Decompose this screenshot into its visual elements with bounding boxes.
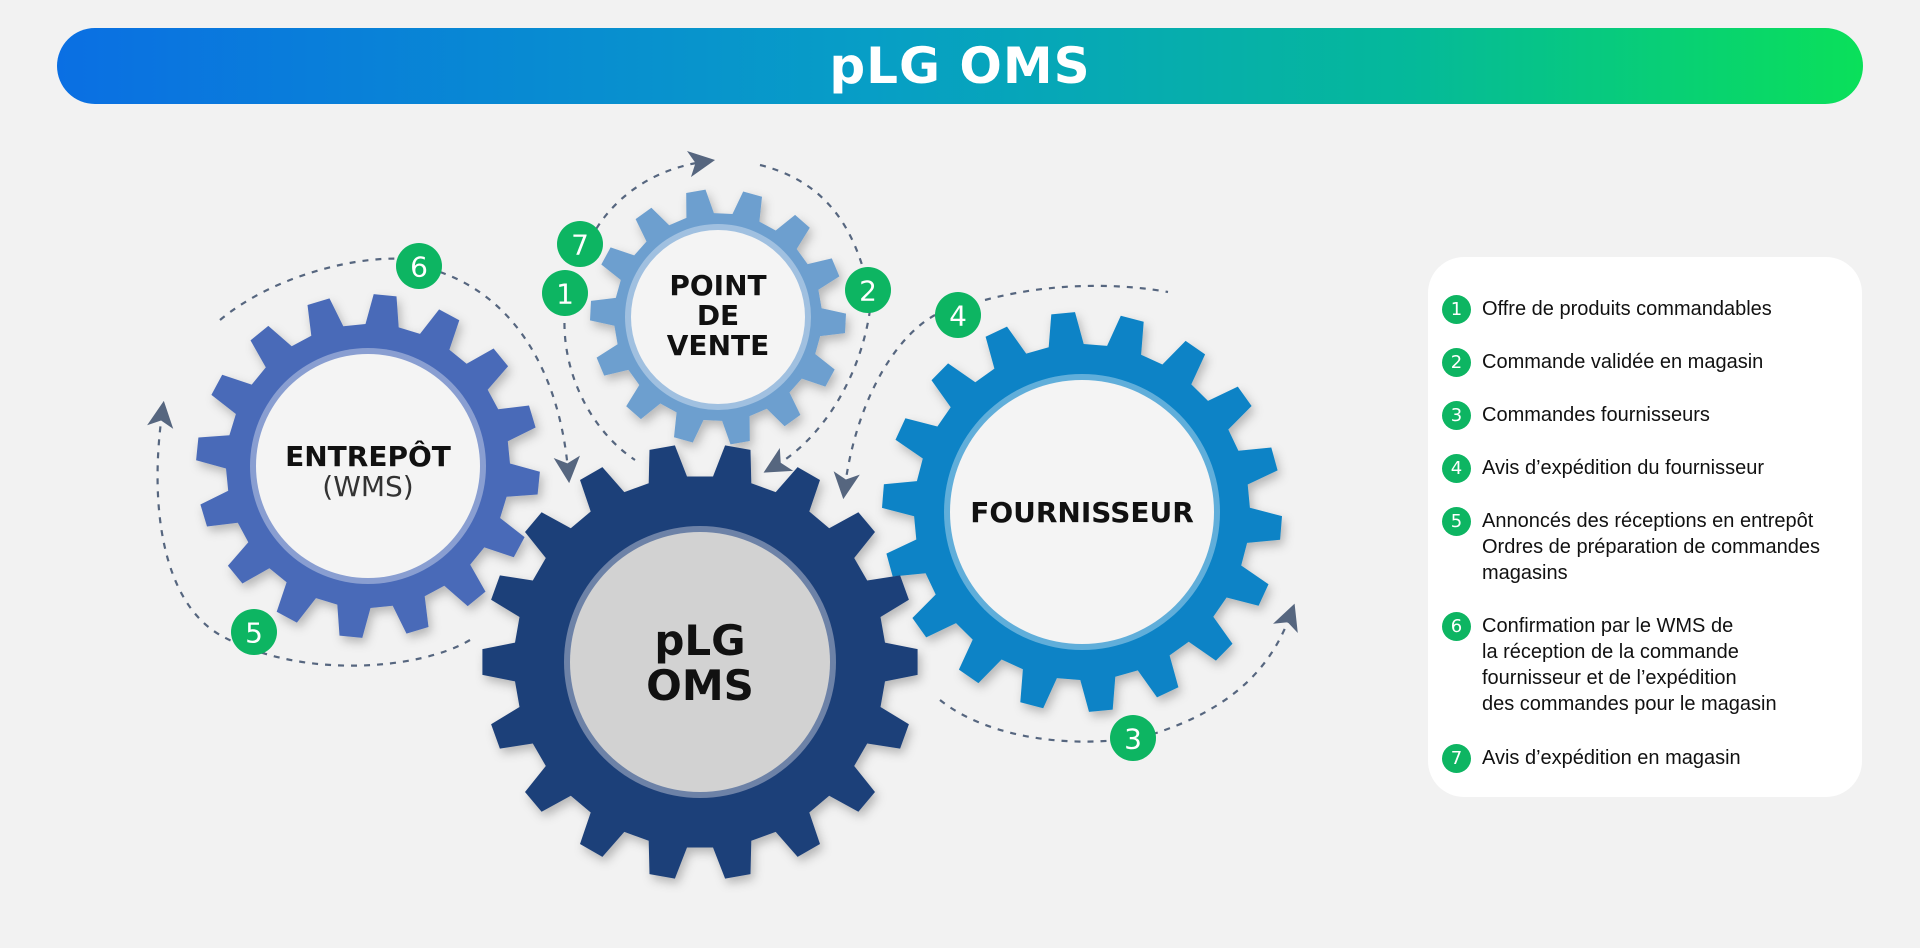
legend-number: 6 bbox=[1442, 612, 1471, 641]
badge-6: 6 bbox=[396, 243, 442, 289]
badge-5: 5 bbox=[231, 609, 277, 655]
gear-oms-center bbox=[570, 532, 830, 792]
arrow-entrepot-loop bbox=[147, 400, 471, 667]
cycle-arrows bbox=[147, 150, 1298, 743]
pdv-label-line2: DE bbox=[697, 299, 739, 332]
gear-entrepot bbox=[196, 294, 540, 638]
oms-label-line2: OMS bbox=[646, 661, 754, 710]
arrow-3-loop bbox=[939, 603, 1298, 743]
legend-text: Commandes fournisseurs bbox=[1482, 404, 1710, 426]
pdv-label-line1: POINT bbox=[669, 269, 766, 302]
legend-item-5: 5 Annoncés des réceptions en entrepôt Or… bbox=[1442, 507, 1820, 586]
pdv-label-line3: VENTE bbox=[667, 329, 769, 362]
badge-1: 1 bbox=[542, 270, 588, 316]
gear-pdv-center bbox=[631, 230, 805, 404]
badge-4: 4 bbox=[935, 292, 981, 338]
gear-fournisseur bbox=[882, 312, 1282, 712]
svg-text:6: 6 bbox=[410, 251, 428, 284]
entrepot-label: ENTREPÔT bbox=[285, 439, 451, 473]
arrow-2-to-oms bbox=[763, 309, 872, 473]
gear-fournisseur-center bbox=[950, 380, 1214, 644]
legend-number: 2 bbox=[1442, 348, 1471, 377]
page-title: pLG OMS bbox=[829, 37, 1091, 95]
legend-text: Confirmation par le WMS de la réception … bbox=[1482, 615, 1777, 715]
gear-point-de-vente bbox=[590, 189, 846, 445]
legend-number: 5 bbox=[1442, 507, 1471, 536]
legend-number: 4 bbox=[1442, 454, 1471, 483]
legend-panel: 1 Offre de produits commandables 2 Comma… bbox=[1428, 257, 1862, 797]
legend-item-1: 1 Offre de produits commandables bbox=[1442, 295, 1772, 324]
badge-2: 2 bbox=[845, 267, 891, 313]
badge-3: 3 bbox=[1110, 715, 1156, 761]
legend-number: 1 bbox=[1442, 295, 1471, 324]
oms-label-line1: pLG bbox=[654, 616, 745, 665]
legend-item-7: 7 Avis d’expédition en magasin bbox=[1442, 744, 1741, 773]
entrepot-sublabel: (WMS) bbox=[322, 470, 413, 503]
legend-number: 3 bbox=[1442, 401, 1471, 430]
arrow-4-to-oms bbox=[833, 314, 936, 500]
legend-text: Avis d’expédition du fournisseur bbox=[1482, 457, 1765, 479]
svg-text:7: 7 bbox=[571, 229, 589, 262]
svg-text:1: 1 bbox=[556, 278, 574, 311]
arrow-6-to-oms bbox=[439, 270, 580, 484]
arrow-pdv-right bbox=[759, 163, 867, 276]
legend-item-2: 2 Commande validée en magasin bbox=[1442, 348, 1764, 377]
legend-text: Annoncés des réceptions en entrepôt Ordr… bbox=[1482, 510, 1820, 584]
title-banner: pLG OMS bbox=[57, 28, 1863, 104]
legend-text: Avis d’expédition en magasin bbox=[1482, 747, 1741, 769]
gear-oms bbox=[482, 445, 918, 879]
svg-text:3: 3 bbox=[1124, 723, 1142, 756]
legend-item-3: 3 Commandes fournisseurs bbox=[1442, 401, 1710, 430]
svg-text:5: 5 bbox=[245, 617, 263, 650]
legend-item-6: 6 Confirmation par le WMS de la réceptio… bbox=[1442, 612, 1777, 717]
arrow-pdv-top bbox=[589, 150, 716, 241]
legend-text: Commande validée en magasin bbox=[1482, 351, 1764, 373]
legend-item-4: 4 Avis d’expédition du fournisseur bbox=[1442, 454, 1765, 483]
legend-number: 7 bbox=[1442, 744, 1471, 773]
svg-text:4: 4 bbox=[949, 300, 967, 333]
svg-text:2: 2 bbox=[859, 275, 877, 308]
legend-text: Offre de produits commandables bbox=[1482, 298, 1772, 320]
gear-entrepot-center bbox=[256, 354, 480, 578]
badge-7: 7 bbox=[557, 221, 603, 267]
fournisseur-label: FOURNISSEUR bbox=[970, 496, 1194, 529]
arrow-fournisseur-top bbox=[984, 284, 1169, 302]
